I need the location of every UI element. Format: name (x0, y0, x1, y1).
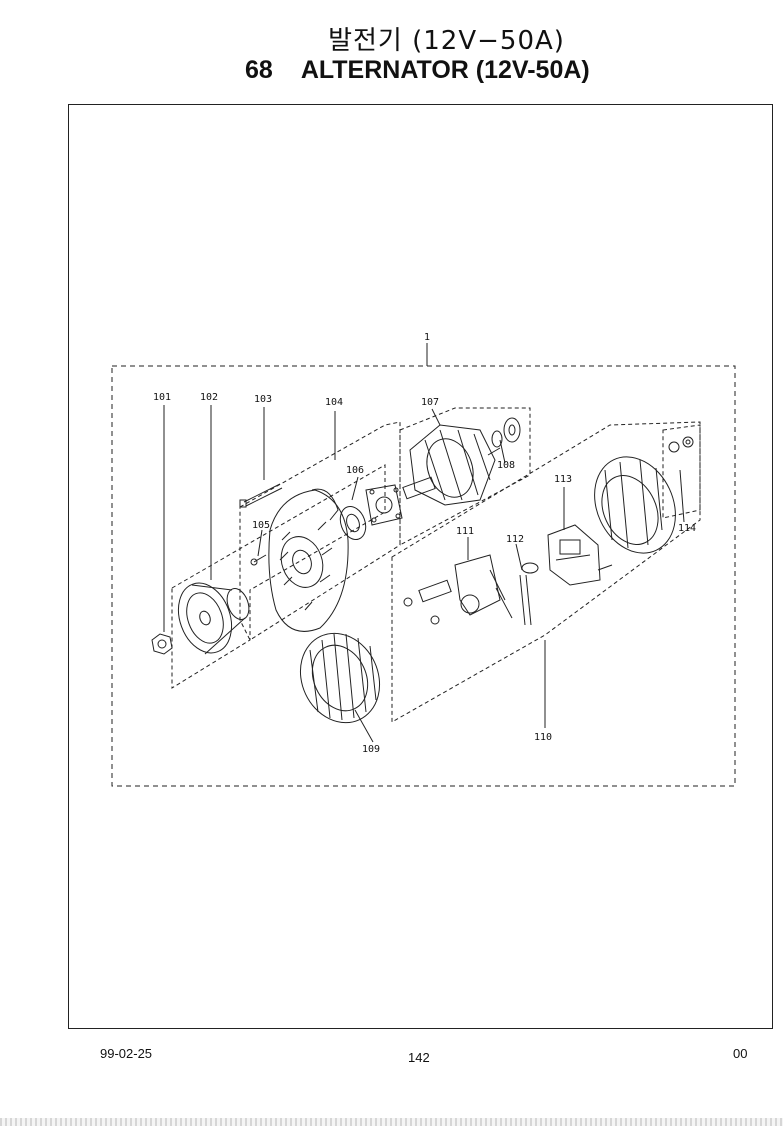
label-107: 107 (421, 397, 439, 408)
pulley-102 (177, 582, 250, 655)
regulator-112 (519, 562, 539, 626)
group-box-rotor (399, 407, 531, 546)
brush-holder-111 (403, 554, 513, 625)
label-110: 110 (534, 732, 552, 743)
page-title-english: 68 ALTERNATOR (12V-50A) (245, 56, 590, 85)
footer-revision: 00 (733, 1046, 748, 1061)
label-106: 106 (346, 465, 364, 476)
footer-date: 99-02-25 (100, 1046, 153, 1061)
label-105: 105 (252, 520, 270, 531)
label-104: 104 (325, 397, 343, 408)
label-103: 103 (254, 394, 272, 405)
bearing-108 (491, 417, 521, 448)
section-number: 68 (245, 56, 273, 84)
rectifier-113 (547, 524, 613, 586)
footer-page-number: 142 (408, 1050, 430, 1065)
label-114: 114 (678, 523, 696, 534)
title-english-text: ALTERNATOR (12V-50A) (300, 56, 590, 84)
bearing-106 (339, 484, 403, 540)
rotor-107 (402, 424, 501, 506)
label-101: 101 (153, 392, 171, 403)
screw-105 (250, 554, 267, 566)
label-102: 102 (200, 392, 218, 403)
group-box-rear (391, 421, 701, 723)
nut-114 (668, 436, 694, 453)
label-109: 109 (362, 744, 380, 755)
label-111: 111 (456, 526, 474, 537)
label-108: 108 (497, 460, 515, 471)
bolt-103 (239, 483, 283, 508)
label-113: 113 (554, 474, 572, 485)
front-housing-104 (268, 488, 349, 632)
assembly-boundary (111, 365, 736, 787)
scan-edge (0, 1118, 783, 1126)
rear-housing (594, 456, 676, 554)
diagram-frame (68, 104, 773, 1029)
group-box-114 (662, 424, 701, 519)
nut-101 (151, 633, 173, 655)
page-title-korean: 발전기 (12V−50A) (328, 26, 565, 56)
group-box-front (171, 464, 386, 689)
group-box-bearing (239, 421, 401, 641)
label-112: 112 (506, 534, 524, 545)
stator-109 (299, 632, 381, 724)
label-1: 1 (424, 332, 430, 343)
